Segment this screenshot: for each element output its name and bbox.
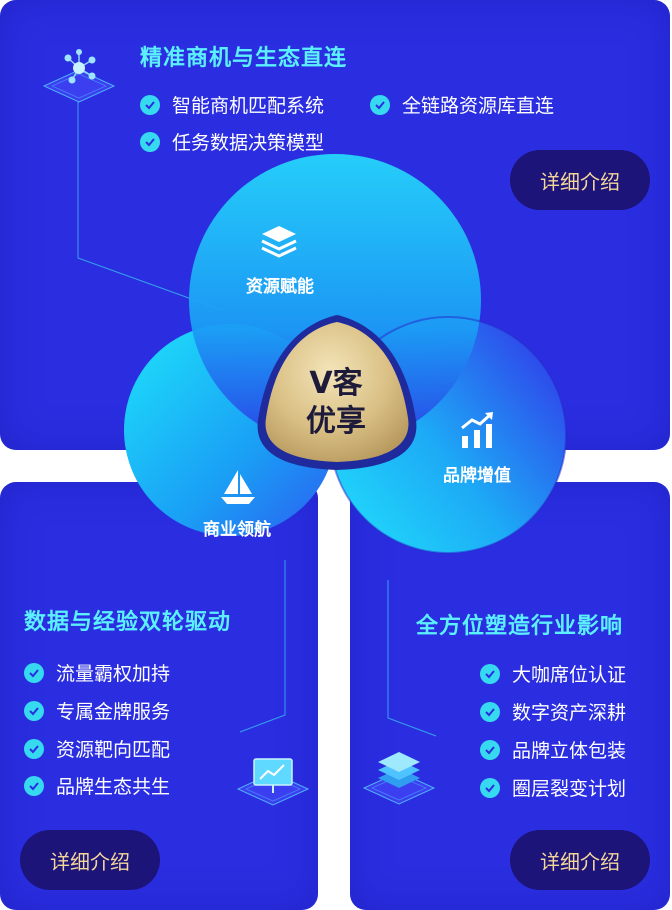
check-icon [370,94,390,115]
check-icon [24,738,44,759]
check-icon [480,739,500,760]
left-feature-4: 品牌生态共生 [24,772,170,799]
top-detail-button[interactable]: 详细介绍 [510,150,650,210]
right-feature-3: 品牌立体包装 [480,736,626,763]
feature-label: 智能商机匹配系统 [172,95,325,117]
left-feature-3: 资源靶向匹配 [24,735,170,762]
bar-chart-icon [461,412,493,448]
check-icon [140,131,160,152]
venn-label-top: 资源赋能 [246,277,314,297]
feature-label: 圈层裂变计划 [512,778,627,800]
check-icon [24,700,44,721]
left-feature-2: 专属金牌服务 [24,697,170,724]
venn-label-left: 商业领航 [203,520,271,540]
feature-label: 任务数据决策模型 [172,132,325,154]
feature-label: 资源靶向匹配 [56,739,171,761]
center-title: V客 优享 [306,365,366,441]
top-feature-1: 智能商机匹配系统 [140,91,324,118]
check-icon [480,701,500,722]
left-detail-button[interactable]: 详细介绍 [20,830,160,890]
left-section-title: 数据与经验双轮驱动 [24,610,232,635]
left-feature-1: 流量霸权加持 [24,659,170,686]
feature-label: 品牌生态共生 [56,776,171,798]
top-feature-3: 任务数据决策模型 [140,128,324,155]
feature-label: 品牌立体包装 [512,740,627,762]
right-feature-4: 圈层裂变计划 [480,774,626,801]
feature-label: 全链路资源库直连 [402,95,555,117]
presentation-icon [236,758,310,806]
center-title-line1: V客 [309,366,363,401]
right-section-title: 全方位塑造行业影响 [416,614,624,639]
sailboat-icon [221,470,255,504]
check-icon [480,777,500,798]
check-icon [140,94,160,115]
feature-label: 数字资产深耕 [512,702,627,724]
right-feature-1: 大咖席位认证 [480,660,626,687]
right-detail-button[interactable]: 详细介绍 [510,830,650,890]
check-icon [24,775,44,796]
right-feature-2: 数字资产深耕 [480,698,626,725]
feature-label: 专属金牌服务 [56,701,171,723]
top-section-title: 精准商机与生态直连 [140,46,348,71]
feature-label: 大咖席位认证 [512,664,627,686]
center-title-line2: 优享 [306,404,366,439]
stack-icon [362,752,436,805]
layers-icon [261,226,297,258]
feature-label: 流量霸权加持 [56,663,171,685]
check-icon [480,663,500,684]
venn-label-right: 品牌增值 [443,466,511,486]
network-icon [42,49,116,103]
check-icon [24,662,44,683]
top-feature-2: 全链路资源库直连 [370,91,554,118]
